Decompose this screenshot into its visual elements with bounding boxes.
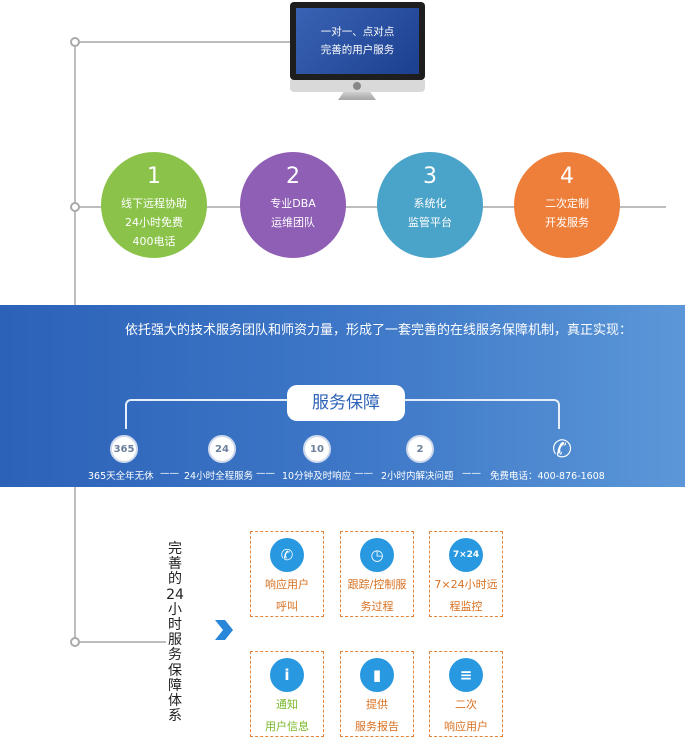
step-text-line: 线下远程协助	[121, 197, 187, 210]
report-chart-icon: ▮	[360, 658, 394, 692]
flow-item: 365天全年无休	[88, 471, 154, 482]
service-box-line: 通知	[276, 698, 298, 711]
flow-item: 24小时全程服务	[184, 471, 254, 482]
step-number: 3	[423, 164, 437, 189]
service-box-label: 跟踪/控制服务过程	[341, 574, 413, 618]
service-box: ✆响应用户呼叫	[250, 531, 324, 617]
step-text: 线下远程协助 24小时免费 400电话	[101, 194, 207, 251]
service-box-line: 提供	[366, 698, 388, 711]
system-connector	[76, 641, 166, 643]
service-box-line: 响应用户	[444, 720, 488, 733]
system-title: 完善的24小时服务保障体系	[166, 541, 184, 725]
service-box-line: 二次	[455, 698, 477, 711]
service-box-line: 呼叫	[276, 600, 298, 613]
guarantee-title: 服务保障	[287, 385, 405, 421]
service-box-label: 响应用户呼叫	[251, 574, 323, 618]
flow-separator: ——	[256, 468, 275, 479]
service-box-line: 务过程	[360, 600, 394, 613]
monitor-stand	[338, 92, 376, 100]
service-box-label: 7×24小时远程监控	[430, 574, 502, 618]
monitor-line-2: 完善的用户服务	[320, 44, 395, 56]
service-box-line: 服务报告	[355, 720, 399, 733]
monitor-circle-icon: 7×24	[449, 538, 483, 572]
10min-icon: 10	[303, 435, 331, 463]
step-circle-1: 1 线下远程协助 24小时免费 400电话	[101, 152, 207, 258]
service-guarantee-banner: 依托强大的技术服务团队和师资力量，形成了一套完善的在线服务保障机制，真正实现： …	[0, 305, 685, 487]
step-text-line: 400电话	[132, 235, 176, 248]
service-box-line: 7×24小时远	[434, 578, 498, 591]
step-number: 4	[560, 164, 574, 189]
flow-item: 免费电话：400-876-1608	[490, 471, 605, 482]
service-box-line: 跟踪/控制服	[347, 578, 407, 591]
service-box: ≡二次响应用户	[429, 651, 503, 737]
document-icon: ≡	[449, 658, 483, 692]
monitor-line-1: 一对一、点对点	[320, 26, 395, 38]
timeline-node	[70, 37, 80, 47]
timeline-node	[70, 202, 80, 212]
info-circle-icon: i	[270, 658, 304, 692]
timeline-vertical-bottom	[74, 487, 76, 644]
phone-circle-icon: ✆	[270, 538, 304, 572]
flow-separator: ——	[462, 468, 481, 479]
service-box-label: 提供服务报告	[341, 694, 413, 738]
timeline-vertical-top	[74, 42, 76, 307]
step-circle-4: 4 二次定制开发服务	[514, 152, 620, 258]
clock-circle-icon: ◷	[360, 538, 394, 572]
step-number: 1	[147, 164, 161, 189]
step-text: 系统化监管平台	[377, 194, 483, 232]
365-icon: 365	[110, 435, 138, 463]
service-box: ◷跟踪/控制服务过程	[340, 531, 414, 617]
step-text-line: 开发服务	[545, 216, 589, 229]
service-box-label: 二次响应用户	[430, 694, 502, 738]
2h-icon: 2	[406, 435, 434, 463]
step-text-line: 监管平台	[408, 216, 452, 229]
steps-connector	[76, 206, 666, 208]
monitor-graphic: 一对一、点对点 完善的用户服务	[290, 2, 425, 102]
timeline-node	[70, 637, 80, 647]
monitor-connector	[76, 41, 290, 43]
flow-item: 10分钟及时响应	[282, 471, 352, 482]
step-circle-2: 2 专业DBA 运维团队	[240, 152, 346, 258]
step-circle-3: 3 系统化监管平台	[377, 152, 483, 258]
step-text: 专业DBA 运维团队	[240, 194, 346, 232]
service-box-line: 程监控	[449, 600, 483, 613]
apple-logo-icon	[353, 82, 361, 90]
step-text-line: 专业DBA	[270, 197, 316, 210]
monitor-screen: 一对一、点对点 完善的用户服务	[296, 8, 419, 74]
flow-separator: ——	[354, 468, 373, 479]
step-text: 二次定制开发服务	[514, 194, 620, 232]
step-text-line: 二次定制	[545, 197, 589, 210]
service-box-label: 通知用户信息	[251, 694, 323, 738]
service-box-line: 响应用户	[265, 578, 309, 591]
monitor-frame: 一对一、点对点 完善的用户服务	[290, 2, 425, 80]
step-text-line: 运维团队	[271, 216, 315, 229]
service-box-line: 用户信息	[265, 720, 309, 733]
chevron-right-icon	[215, 620, 233, 640]
phone-icon: ✆	[551, 435, 573, 463]
flow-separator: ——	[160, 468, 179, 479]
step-text-line: 24小时免费	[125, 216, 183, 229]
step-text-line: 系统化	[413, 197, 447, 210]
24h-icon: 24	[208, 435, 236, 463]
banner-intro: 依托强大的技术服务团队和师资力量，形成了一套完善的在线服务保障机制，真正实现：	[125, 323, 633, 338]
flow-item: 2小时内解决问题	[381, 471, 454, 482]
service-box: ▮提供服务报告	[340, 651, 414, 737]
step-number: 2	[286, 164, 300, 189]
